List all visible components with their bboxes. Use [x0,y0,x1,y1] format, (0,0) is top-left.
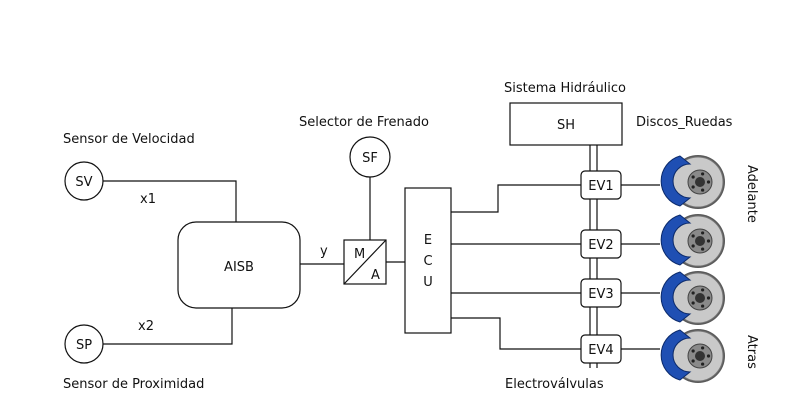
wheels-label: Discos_Ruedas [636,115,733,130]
valve-ev3: EV3 [580,278,622,308]
ecu-letter-e: E [424,233,432,248]
speed-sensor-tag: SV [75,175,92,190]
ecu-letter-u: U [423,275,433,290]
x1-wire [103,180,237,222]
mode-switch-manual: M [354,247,365,262]
hydraulic-system-label: Sistema Hidráulico [504,81,626,96]
valve-ev1-label: EV1 [588,179,613,194]
ecu-ev1-wire [451,184,581,213]
valve-ev2-label: EV2 [588,238,613,253]
speed-sensor-label: Sensor de Velocidad [63,132,195,147]
ecu-block [404,187,452,334]
valve-ev2: EV2 [580,229,622,259]
valve-ev3-label: EV3 [588,287,613,302]
proximity-sensor-label: Sensor de Proximidad [63,377,204,392]
brake-disc-icon-1 [660,155,725,209]
brake-disc-icon-4 [660,329,725,383]
mode-switch-diagonal [343,239,387,285]
brake-discs [660,155,725,383]
mode-switch-auto: A [371,268,380,283]
ecu-letter-c: C [423,254,432,269]
valve-ev1: EV1 [580,170,622,200]
x2-wire [103,308,233,345]
valves-label: Electroválvulas [505,377,604,392]
valve-ev4-label: EV4 [588,343,613,358]
aisb-label: AISB [224,260,254,275]
brake-selector-tag: SF [362,151,378,166]
brake-disc-icon-2 [660,214,725,268]
brake-disc-icon-3 [660,271,725,325]
x1-signal-label: x1 [140,192,156,207]
hydraulic-system-block [509,102,623,146]
x2-signal-label: x2 [138,319,154,334]
valve-ev4: EV4 [580,334,622,364]
hydraulic-system-tag: SH [557,118,575,133]
brake-selector-label: Selector de Frenado [299,115,429,130]
proximity-sensor-tag: SP [76,338,92,353]
front-label: Adelante [744,165,759,223]
ecu-ev4-wire [451,317,581,350]
y-signal-label: y [320,244,328,259]
rear-label: Atras [744,335,759,369]
aisb-block [177,221,301,309]
